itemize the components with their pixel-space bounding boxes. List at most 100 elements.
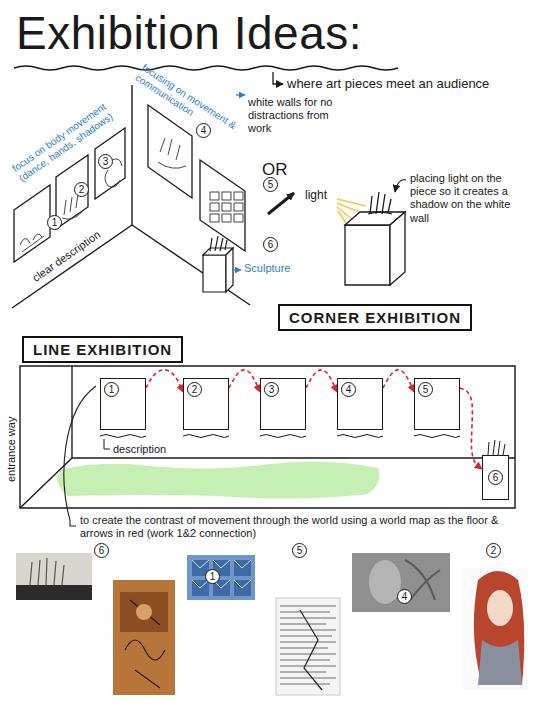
artwork-thumbnail	[16, 553, 92, 600]
wall-frame	[14, 185, 50, 262]
section-heading-box: LINE EXHIBITION	[22, 336, 183, 363]
line-sculpture	[488, 440, 505, 455]
section-heading-box: CORNER EXHIBITION	[278, 304, 472, 331]
sculpture-pedestal: 6	[482, 455, 509, 500]
frame-sketch	[222, 214, 231, 222]
frame-sketch	[234, 203, 243, 211]
artwork-thumbnail	[478, 640, 522, 685]
room-floor-map	[57, 462, 379, 499]
callout-number: 6	[94, 543, 109, 558]
artwork-frame: 3	[260, 378, 306, 430]
wall-annotation: focus on body movement (dance, hands, sh…	[10, 96, 122, 184]
artwork-thumbnail	[462, 567, 528, 690]
artwork-thumbnail	[16, 553, 92, 600]
flow-arrow	[306, 370, 337, 392]
direction-arrow	[268, 193, 294, 214]
description-underline	[414, 435, 460, 438]
artwork-frame: 1	[100, 378, 146, 430]
artwork-thumbnail	[125, 600, 165, 688]
artwork-thumbnail	[276, 598, 340, 695]
flow-arrow	[146, 370, 183, 392]
frame-sketch	[62, 194, 82, 219]
callout-number: 6	[488, 470, 503, 485]
callout-number: 2	[74, 182, 89, 197]
artwork-thumbnail	[187, 555, 255, 600]
callout-number: 2	[486, 543, 501, 558]
callout-number: 6	[263, 237, 278, 252]
leader-line	[64, 386, 96, 520]
description-underline	[183, 435, 229, 438]
artwork-thumbnail	[120, 592, 168, 632]
heading-text: LINE EXHIBITION	[33, 341, 172, 358]
sculpture-pedestal	[226, 248, 233, 292]
page-title: Exhibition Ideas:	[16, 6, 362, 61]
artwork-thumbnail	[187, 555, 255, 600]
light-pedestal	[390, 212, 405, 285]
artwork-thumbnail	[462, 567, 528, 690]
callout-number: 1	[47, 215, 62, 230]
artwork-thumbnail	[352, 553, 450, 612]
leader-line	[395, 180, 406, 192]
leader-line	[64, 386, 96, 526]
pointer-arrow	[234, 269, 241, 270]
frame-sketch	[234, 214, 243, 222]
title-underline	[14, 66, 398, 70]
note-text: to create the contrast of movement throu…	[80, 514, 532, 540]
description-underline	[104, 439, 110, 449]
frame-sketch	[222, 192, 231, 200]
callout-number: 1	[104, 382, 119, 397]
artwork-thumbnail	[300, 610, 322, 690]
artwork-thumbnail	[276, 598, 340, 695]
sculpture-pedestal	[203, 236, 233, 292]
description-underline	[100, 435, 146, 438]
hook-arrow	[273, 72, 283, 84]
part-label: Sculpture	[244, 262, 290, 275]
light-pedestal	[368, 192, 392, 214]
room-floor-map	[57, 462, 379, 499]
callout-number: 1	[205, 569, 220, 584]
note-text: description	[113, 443, 166, 456]
note-text: OR	[262, 160, 288, 180]
artwork-thumbnail	[136, 604, 152, 620]
entrance-label: entrance way	[5, 417, 18, 482]
flow-arrow	[460, 388, 482, 469]
flow-arrow	[383, 370, 414, 392]
callout-number: 5	[418, 382, 433, 397]
light-pedestal	[345, 225, 390, 285]
direction-arrow	[268, 193, 294, 214]
artwork-thumbnail	[352, 553, 450, 612]
callout-number: 3	[264, 382, 279, 397]
description-underline	[337, 435, 383, 438]
frame-sketch	[210, 203, 219, 211]
artwork-frame: 2	[183, 378, 229, 430]
artwork-frame: 5	[414, 378, 460, 430]
artwork-thumbnail	[113, 580, 175, 695]
title-underline	[14, 66, 398, 70]
artwork-frame: 4	[337, 378, 383, 430]
pointer-arrow	[236, 94, 245, 95]
description-underline	[260, 435, 306, 438]
artwork-thumbnail	[30, 558, 64, 585]
callout-number: 5	[292, 543, 307, 558]
frame-sketch	[158, 138, 186, 168]
part-label: light	[305, 188, 327, 202]
sculpture-pedestal	[210, 236, 227, 251]
callout-number: 4	[341, 382, 356, 397]
artwork-thumbnail	[16, 585, 92, 600]
wall-frame	[148, 105, 192, 198]
light-pedestal	[345, 192, 405, 285]
callout-number: 2	[187, 382, 202, 397]
artwork-thumbnail	[474, 571, 524, 685]
callout-number: 3	[98, 154, 113, 169]
flow-arrow	[229, 370, 260, 392]
wall-annotation: focusing on movement & communication	[133, 62, 240, 143]
frame-sketch	[222, 203, 231, 211]
wall-frame	[200, 160, 245, 251]
artwork-thumbnail	[487, 590, 513, 626]
note-text: clear description	[30, 228, 103, 285]
sculpture-pedestal	[203, 255, 226, 292]
callout-number: 5	[263, 177, 278, 192]
line-sculpture	[488, 440, 505, 455]
frame-sketch	[210, 192, 219, 200]
note-text: white walls for no distractions from wor…	[248, 96, 343, 136]
